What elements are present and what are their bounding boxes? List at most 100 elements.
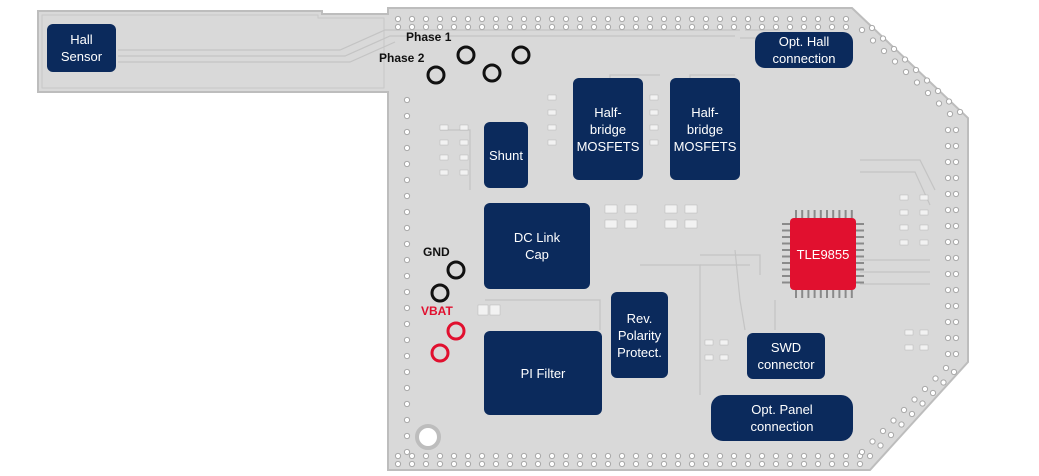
via-icon (403, 176, 411, 184)
opt-hall-connection-block: Opt. Hall connection (755, 32, 853, 68)
via-icon (604, 15, 612, 23)
via-icon (952, 222, 960, 230)
via-icon (944, 190, 952, 198)
vbat-label: VBAT (421, 304, 453, 318)
chip-pin (856, 229, 864, 232)
via-icon (887, 431, 895, 439)
chip-pin (813, 290, 816, 298)
via-icon (646, 452, 654, 460)
via-icon (660, 452, 668, 460)
via-icon (911, 396, 918, 403)
via-icon (492, 460, 500, 468)
via-icon (858, 26, 866, 34)
via-icon (674, 15, 682, 23)
perimeter-vias (394, 15, 964, 468)
mounting-hole-icon (415, 424, 441, 450)
via-icon (422, 460, 430, 468)
via-icon (952, 238, 960, 246)
via-icon (919, 400, 926, 407)
via-icon (913, 79, 921, 86)
via-icon (702, 15, 710, 23)
phase-pad-icon (511, 45, 531, 65)
via-icon (944, 270, 952, 278)
via-icon (464, 452, 472, 460)
chip-pin (807, 210, 810, 218)
chip-pin (782, 242, 790, 245)
via-icon (944, 238, 952, 246)
via-icon (478, 15, 486, 23)
via-icon (880, 47, 888, 55)
via-icon (942, 364, 950, 372)
via-icon (744, 460, 752, 468)
gnd-label: GND (423, 245, 450, 259)
via-icon (422, 15, 430, 23)
via-icon (403, 320, 411, 328)
phase-pad-icon (426, 65, 446, 85)
via-icon (730, 452, 738, 460)
via-icon (758, 460, 766, 468)
via-icon (408, 23, 416, 31)
via-icon (646, 15, 654, 23)
via-icon (858, 448, 866, 456)
via-icon (952, 206, 960, 214)
via-icon (450, 15, 458, 23)
via-icon (520, 460, 528, 468)
via-icon (869, 37, 877, 44)
via-icon (944, 286, 952, 294)
via-icon (590, 23, 598, 31)
opt-panel-connection-block: Opt. Panel connection (711, 395, 853, 441)
via-icon (403, 112, 411, 120)
via-icon (632, 15, 640, 23)
via-icon (632, 452, 640, 460)
via-icon (403, 400, 411, 408)
via-icon (436, 23, 444, 31)
chip-pin (856, 281, 864, 284)
via-icon (646, 460, 654, 468)
phase2-label: Phase 2 (379, 51, 425, 65)
via-icon (800, 452, 808, 460)
via-icon (912, 66, 920, 74)
via-icon (422, 23, 430, 31)
via-icon (562, 23, 570, 31)
via-icon (950, 368, 958, 376)
via-icon (952, 286, 960, 294)
via-icon (786, 452, 794, 460)
via-icon (403, 256, 411, 264)
via-icon (403, 336, 411, 344)
via-icon (506, 460, 514, 468)
via-icon (632, 23, 640, 31)
via-icon (478, 452, 486, 460)
chip-pin (832, 210, 835, 218)
chip-pin (795, 210, 797, 218)
via-icon (898, 421, 905, 428)
via-icon (868, 24, 876, 32)
via-icon (422, 452, 430, 460)
via-icon (660, 460, 668, 468)
via-icon (403, 272, 411, 280)
chip-pin (856, 236, 864, 238)
via-icon (492, 452, 500, 460)
via-icon (842, 23, 850, 31)
via-icon (403, 368, 411, 376)
via-icon (403, 224, 411, 232)
via-icon (772, 460, 780, 468)
via-icon (935, 100, 943, 107)
via-icon (944, 318, 952, 326)
vbat-pad-icon (446, 321, 466, 341)
via-icon (408, 460, 416, 468)
via-icon (492, 23, 500, 31)
via-icon (744, 15, 752, 23)
via-icon (548, 452, 556, 460)
via-icon (952, 142, 960, 150)
via-icon (688, 15, 696, 23)
via-icon (730, 15, 738, 23)
smd-pads (439, 94, 929, 361)
via-icon (534, 460, 542, 468)
via-icon (828, 460, 836, 468)
via-icon (730, 23, 738, 31)
via-icon (924, 89, 932, 97)
via-icon (436, 15, 444, 23)
via-icon (618, 452, 626, 460)
via-icon (944, 302, 952, 310)
phase1-label: Phase 1 (406, 30, 452, 44)
